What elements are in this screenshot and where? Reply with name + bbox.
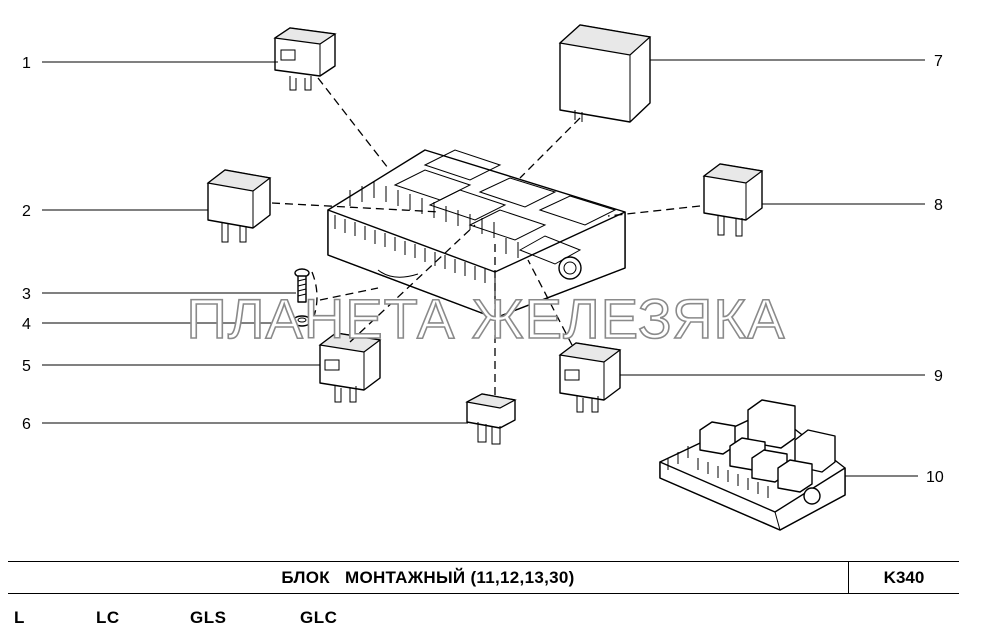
relay-1 [273, 27, 337, 91]
screw [294, 268, 310, 303]
variant-gls: GLS [190, 608, 227, 627]
assembled-block [659, 399, 846, 531]
relay-8 [702, 163, 764, 237]
installation-paths [271, 77, 701, 395]
callout-9: 9 [934, 368, 943, 385]
callout-6: 6 [22, 416, 31, 433]
leader-lines [42, 59, 925, 477]
relay-5 [318, 332, 382, 403]
variant-lc: LC [96, 608, 120, 627]
callout-8: 8 [934, 197, 943, 214]
watermark: ПЛАНЕТА ЖЕЛЕЗЯКА [187, 287, 786, 350]
callout-10: 10 [926, 469, 944, 486]
model-variants: L LC GLS GLC [0, 608, 981, 632]
relay-2 [206, 169, 272, 243]
callout-7: 7 [934, 53, 943, 70]
callout-2: 2 [22, 203, 31, 220]
variant-l: L [14, 608, 25, 627]
callout-5: 5 [22, 358, 31, 375]
callout-numbers: 1 2 3 4 5 6 7 8 9 10 [22, 53, 944, 486]
callout-4: 4 [22, 316, 31, 333]
relay-9 [558, 342, 622, 413]
screw-assembly-path [311, 271, 318, 323]
callout-3: 3 [22, 286, 31, 303]
relay-7 [558, 24, 652, 123]
variant-glc: GLC [300, 608, 338, 627]
mounting-block [327, 149, 626, 319]
exploded-parts-diagram: 1 2 3 4 5 6 7 8 9 10 ПЛАНЕТА ЖЕЛЕЗЯКА [22, 24, 944, 531]
callout-1: 1 [22, 55, 31, 72]
title-block: БЛОК МОНТАЖНЫЙ (11,12,13,30) K340 [8, 561, 959, 594]
fuse [465, 393, 517, 445]
part-code: K340 [883, 567, 925, 587]
washer [292, 315, 312, 327]
part-title: БЛОК МОНТАЖНЫЙ (11,12,13,30) [8, 562, 849, 593]
